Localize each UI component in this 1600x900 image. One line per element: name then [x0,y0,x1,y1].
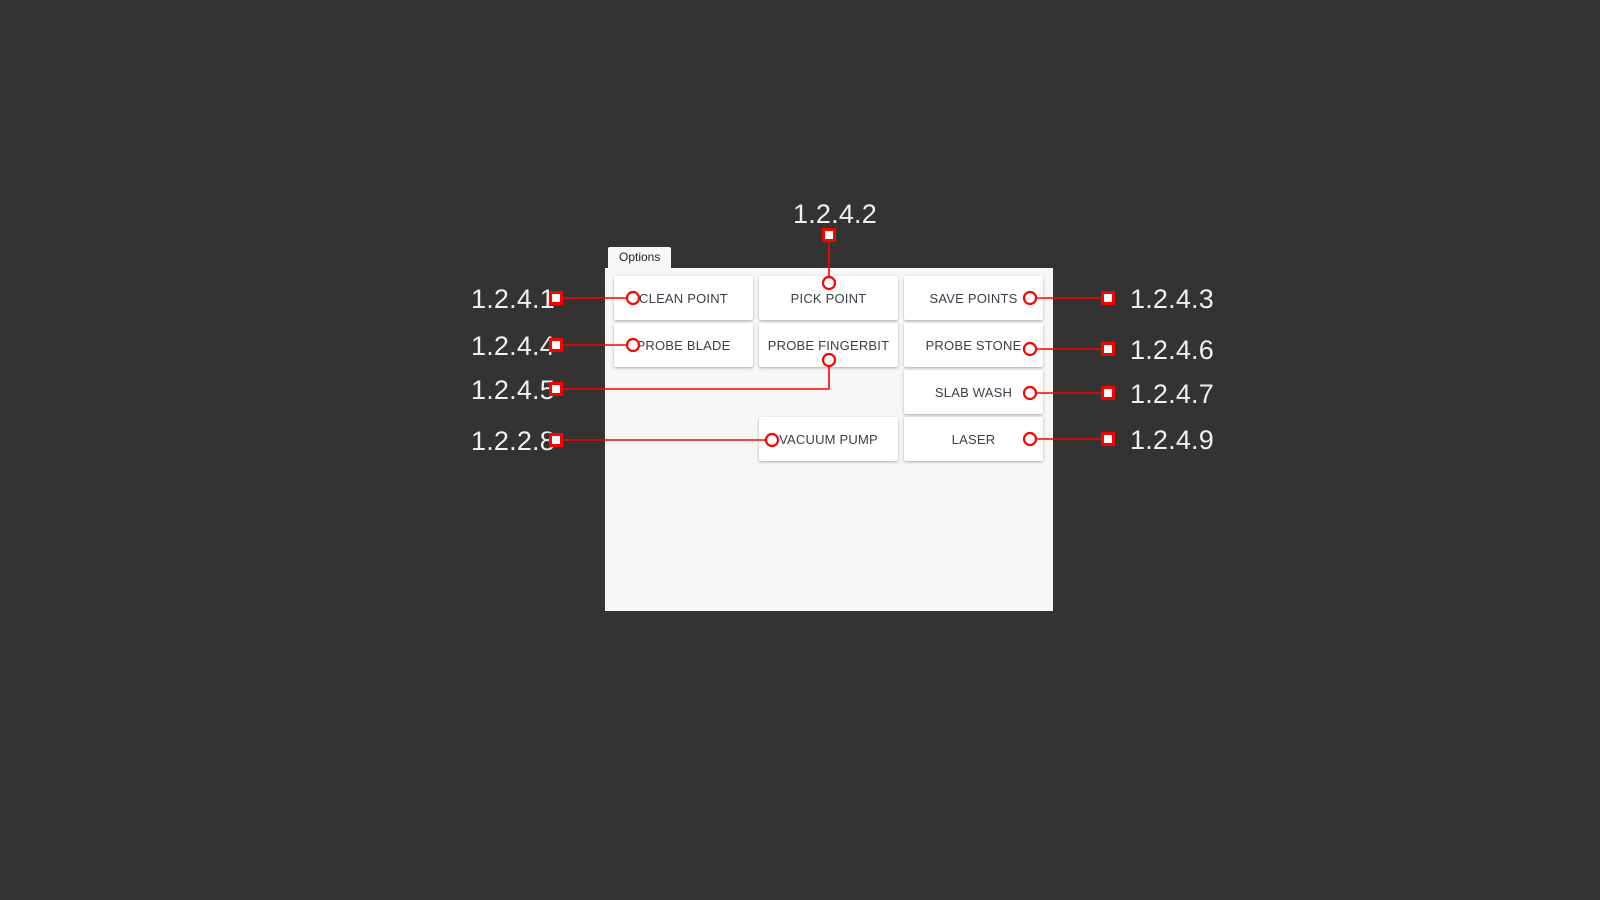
callout-1-2-4-2-label: 1.2.4.2 [793,199,877,229]
button-pick-point[interactable]: PICK POINT [759,276,898,320]
tab-options[interactable]: Options [608,247,672,268]
button-slab-wash[interactable]: SLAB WASH [904,370,1043,414]
button-vacuum-pump[interactable]: VACUUM PUMP [759,417,898,461]
button-probe-blade[interactable]: PROBE BLADE [614,323,753,367]
tab-strip: Options [605,247,1053,268]
button-probe-stone[interactable]: PROBE STONE [904,323,1043,367]
button-probe-fingerbit[interactable]: PROBE FINGERBIT [759,323,898,367]
callout-1-2-4-5-label: 1.2.4.5 [471,375,555,405]
callout-1-2-4-3-square-marker [1101,291,1115,305]
callout-1-2-4-3-label: 1.2.4.3 [1130,284,1214,314]
callout-1-2-4-6-square-marker [1101,342,1115,356]
button-laser[interactable]: LASER [904,417,1043,461]
callout-1-2-4-7-square-marker [1101,386,1115,400]
callout-1-2-4-2-square-marker [822,228,836,242]
callout-1-2-4-9-square-marker [1101,432,1115,446]
button-save-points[interactable]: SAVE POINTS [904,276,1043,320]
callout-1-2-4-4-label: 1.2.4.4 [471,331,555,361]
button-clean-point[interactable]: CLEAN POINT [614,276,753,320]
callout-1-2-4-9-label: 1.2.4.9 [1130,425,1214,455]
callout-1-2-4-1-label: 1.2.4.1 [471,284,555,314]
callout-1-2-2-8-label: 1.2.2.8 [471,426,555,456]
callout-1-2-4-7-label: 1.2.4.7 [1130,379,1214,409]
callout-1-2-4-6-label: 1.2.4.6 [1130,335,1214,365]
